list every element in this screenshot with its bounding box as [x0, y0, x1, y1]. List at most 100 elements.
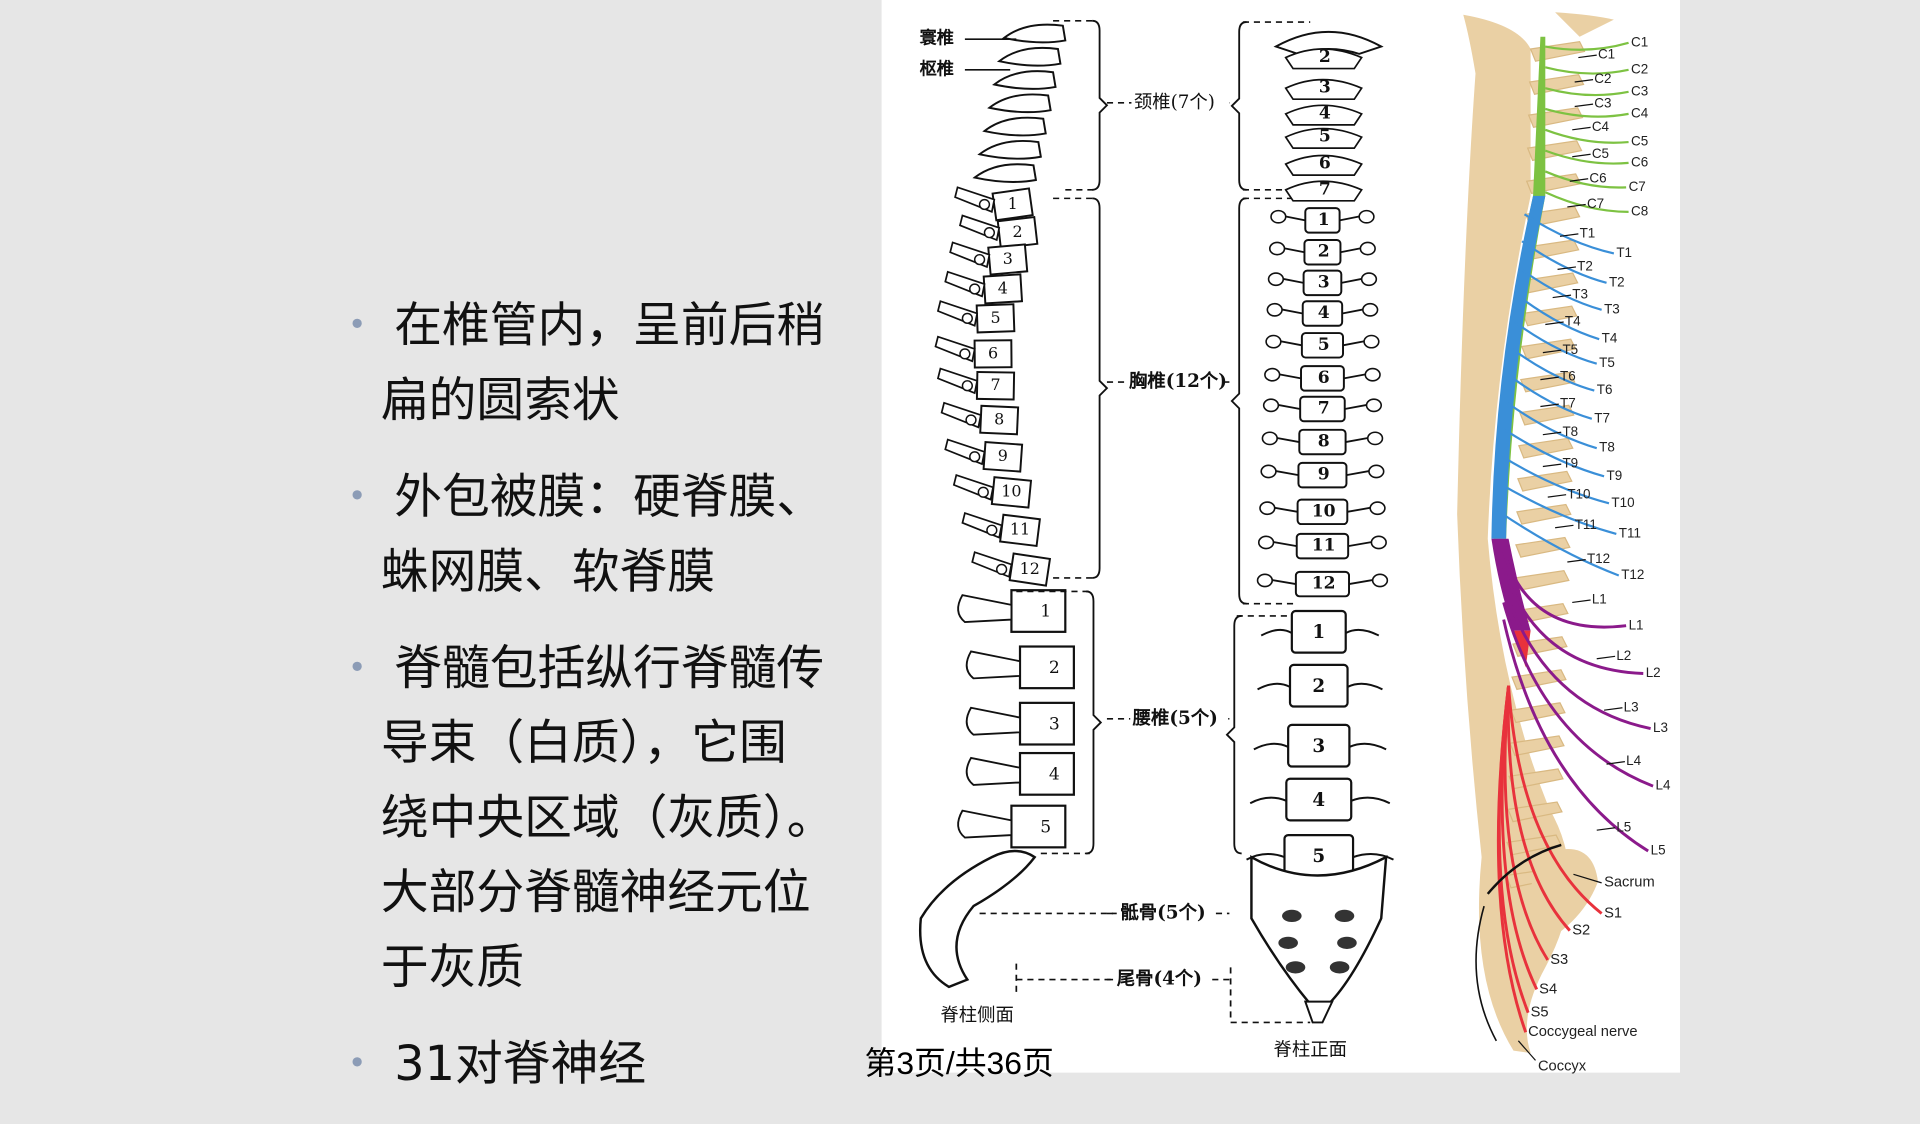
thoracic-number-frontal: 2	[1318, 242, 1330, 262]
sacrum-frontal	[1250, 855, 1388, 1006]
nerve-label: L4	[1656, 778, 1671, 793]
lumbar-number: 5	[1040, 817, 1051, 837]
nerve-label: L3	[1653, 720, 1668, 735]
nerve-label: C1	[1631, 34, 1648, 49]
nerve-label: T4	[1602, 331, 1618, 346]
rib-facet	[973, 253, 986, 266]
rib-facet	[959, 348, 971, 360]
thoracic-number: 3	[1003, 249, 1013, 268]
bullet-dot-icon: •	[347, 1045, 367, 1083]
spinal-nerve-t3	[1518, 267, 1602, 311]
rib-head	[1261, 431, 1278, 446]
spinal-nerve-c6	[1544, 149, 1629, 165]
cervical-bracket	[1092, 19, 1109, 191]
rib-facet	[965, 414, 977, 426]
leader-line	[1567, 558, 1586, 563]
vertebra-label: C7	[1587, 196, 1604, 211]
thoracic-number: 8	[994, 410, 1004, 429]
thoracic-vertebra-body	[973, 339, 1013, 369]
lumbar-number-frontal: 2	[1312, 676, 1325, 697]
leader-line	[1557, 266, 1576, 270]
vertebra-label: T5	[1562, 342, 1578, 357]
lumbar-vertebra-body	[1018, 645, 1075, 690]
nerve-label: T6	[1597, 382, 1613, 397]
vertebra-label: T10	[1567, 486, 1590, 501]
cervical-vertebra	[982, 116, 1047, 137]
rib-facet	[961, 312, 973, 325]
cervical-vertebra-frontal	[1284, 48, 1363, 70]
nerve-label: S3	[1550, 952, 1568, 968]
rib-head	[1370, 535, 1387, 550]
vertebra-segment	[1507, 801, 1563, 823]
thoracic-number: 9	[998, 446, 1008, 465]
spinal-nerve-s1	[1507, 685, 1603, 915]
cervical-vertebra-frontal	[1284, 127, 1363, 150]
spinal-nerve-t2	[1521, 240, 1607, 284]
nerve-label: L5	[1651, 843, 1666, 858]
rib-head	[1371, 573, 1389, 588]
spinal-nerve-t8	[1506, 401, 1598, 450]
thoracic-number: 5	[990, 308, 1000, 327]
bullet-text-line: 31对脊神经	[394, 1037, 647, 1093]
leader-line	[1572, 153, 1591, 158]
leader-line	[1567, 203, 1586, 208]
bullet-item: •在椎管内，呈前后稍扁的圆索状	[348, 289, 875, 438]
rib-head	[1262, 398, 1280, 413]
nerve-label: S2	[1572, 922, 1590, 938]
rib-head	[1360, 272, 1378, 287]
leader-line	[1574, 78, 1594, 83]
thoracic-vertebra-frontal	[1300, 365, 1345, 392]
thoracic-number-frontal: 9	[1318, 465, 1330, 485]
lumbar-vertebra-frontal	[1288, 663, 1349, 708]
rib-head	[1368, 464, 1385, 479]
nerve-label: T12	[1621, 567, 1644, 582]
thoracic-vertebra-frontal	[1298, 428, 1347, 456]
spinal-nerve-t12	[1496, 509, 1620, 577]
bullet-item: •外包被膜：硬脊膜、蛛网膜、软脊膜	[348, 460, 875, 609]
bullet-text-line: 在椎管内，呈前后稍	[394, 298, 825, 354]
bullet-text-line: 导束（白质），它围	[380, 716, 787, 772]
lumbar-bracket-frontal	[1225, 615, 1242, 855]
spinal-nerve-c3	[1545, 87, 1629, 97]
nerve-label: S5	[1531, 1005, 1549, 1021]
cervical-vertebra	[992, 70, 1057, 90]
vertebra-segment	[1518, 437, 1574, 459]
rib-head	[1267, 272, 1285, 287]
vertebral-column-bone	[1457, 14, 1570, 1054]
cervical-number: 7	[1319, 179, 1331, 199]
spinal-nerve-t5	[1514, 321, 1598, 365]
nerve-label: T7	[1594, 410, 1610, 425]
spine-anatomy-figure: 寰椎枢椎12345678910111212345颈椎(7个)胸椎(12个)腰椎(…	[919, 12, 1671, 1074]
rib-facet	[996, 563, 1008, 576]
nerve-label: T10	[1611, 495, 1634, 510]
leader-line	[1555, 524, 1574, 529]
vertebra-label: L4	[1626, 753, 1641, 768]
thoracic-number: 1	[1008, 194, 1018, 213]
vertebra-label: T6	[1560, 369, 1576, 384]
leader-line	[1569, 178, 1589, 182]
lumbar-vertebra-frontal	[1285, 777, 1353, 822]
leader-line	[1552, 294, 1572, 299]
coccyx-label: Coccyx	[1538, 1058, 1587, 1074]
cervical-bracket-frontal	[1230, 21, 1247, 191]
lumbar-vertebra-body	[1010, 804, 1067, 849]
rib-facet	[961, 380, 973, 392]
spinal-nerve-s2	[1506, 685, 1571, 932]
nerve-label: L1	[1629, 617, 1644, 632]
transverse-process	[1246, 853, 1394, 861]
nerve-label: T8	[1599, 440, 1615, 455]
vertebra-label: T12	[1587, 551, 1610, 566]
bullet-text-line: 绕中央区域（灰质）。	[380, 791, 835, 847]
thoracic-vertebra-body	[991, 187, 1034, 222]
vertebra-segment	[1516, 503, 1572, 525]
leader-line	[1604, 707, 1623, 711]
rib-facet	[969, 283, 981, 295]
thoracic-vertebra-frontal	[1300, 332, 1345, 359]
cervical-number: 5	[1319, 127, 1331, 147]
thoracic-number-frontal: 10	[1312, 501, 1336, 521]
atlas-label: 寰椎	[919, 28, 954, 49]
thoracic-vertebra-frontal	[1302, 269, 1343, 297]
thoracic-vertebra-body	[982, 273, 1024, 305]
transverse-process	[1249, 796, 1391, 805]
